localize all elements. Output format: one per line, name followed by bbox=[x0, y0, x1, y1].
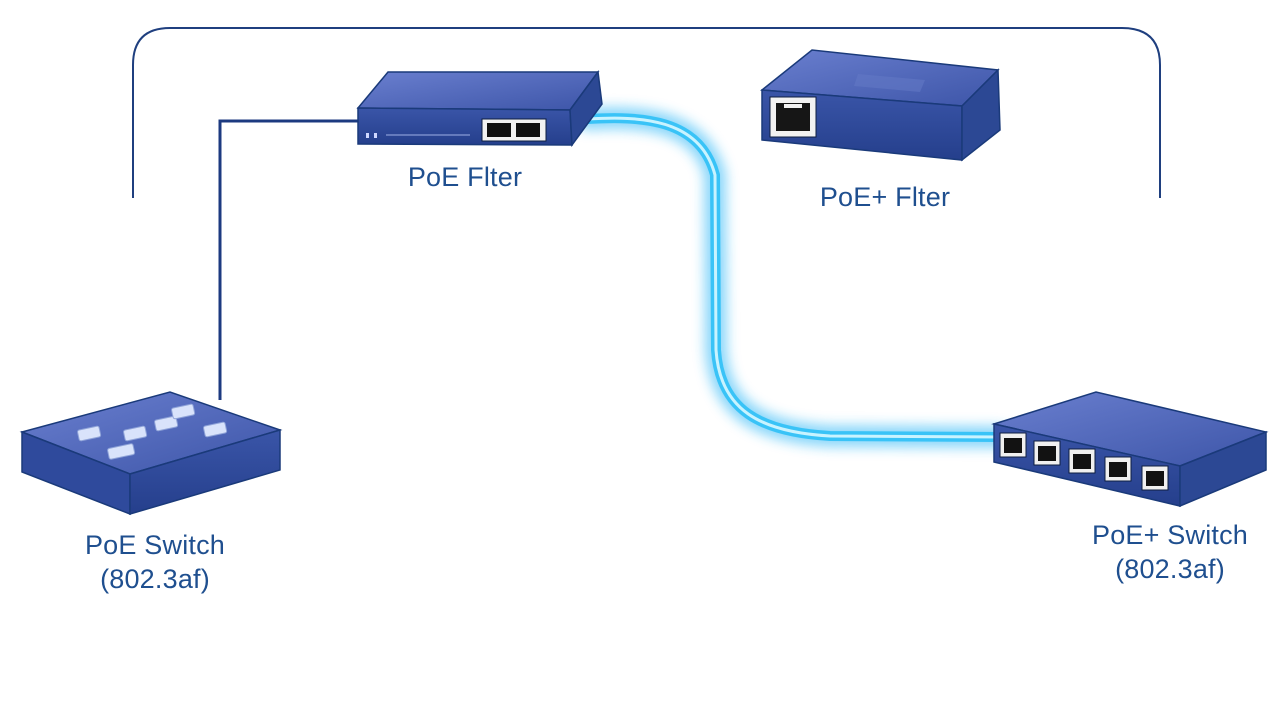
ethernet-cable-dark bbox=[218, 119, 358, 400]
glowing-ethernet-cable bbox=[577, 107, 1011, 448]
poe-plus-filter-label: PoE+ Flter bbox=[770, 180, 1000, 214]
poe-filter-label: PoE Flter bbox=[350, 160, 580, 194]
poe-plus-filter-device bbox=[760, 49, 1001, 162]
poe-switch-label: PoE Switch (802.3af) bbox=[40, 528, 270, 596]
poe-switch-sublabel: (802.3af) bbox=[100, 564, 210, 594]
poe-plus-switch-sublabel: (802.3af) bbox=[1115, 554, 1225, 584]
poe-plus-switch-label-text: PoE+ Switch bbox=[1091, 520, 1249, 550]
bracket-frame bbox=[132, 27, 1161, 198]
poe-switch-label-text: PoE Switch bbox=[84, 530, 226, 560]
poe-filter-label-text: PoE Flter bbox=[407, 162, 523, 192]
poe-plus-switch-label: PoE+ Switch (802.3af) bbox=[1060, 518, 1280, 586]
poe-filter-device bbox=[356, 70, 603, 148]
poe-switch-device bbox=[19, 391, 283, 516]
poe-plus-filter-label-text: PoE+ Flter bbox=[819, 182, 951, 212]
poe-plus-switch-device bbox=[991, 391, 1269, 508]
